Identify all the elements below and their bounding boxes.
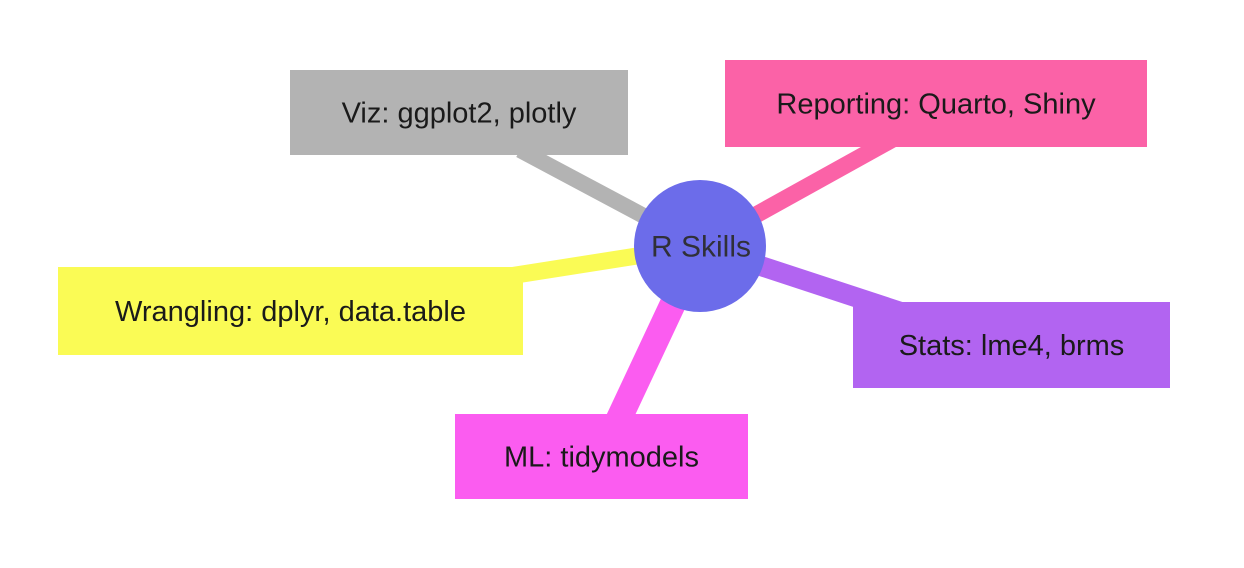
node-label-viz: Viz: ggplot2, plotly bbox=[342, 98, 577, 130]
center-node[interactable] bbox=[634, 180, 766, 312]
node-label-reporting: Reporting: Quarto, Shiny bbox=[776, 89, 1096, 121]
node-label-ml: ML: tidymodels bbox=[504, 442, 699, 474]
center-node-label: R Skills bbox=[651, 231, 751, 264]
node-stats[interactable] bbox=[853, 302, 1170, 388]
node-reporting[interactable] bbox=[725, 60, 1147, 147]
node-viz[interactable] bbox=[290, 70, 628, 155]
node-label-stats: Stats: lme4, brms bbox=[899, 330, 1125, 362]
node-ml[interactable] bbox=[455, 414, 748, 499]
node-wrangling[interactable] bbox=[58, 267, 523, 355]
node-label-wrangling: Wrangling: dplyr, data.table bbox=[115, 296, 466, 328]
